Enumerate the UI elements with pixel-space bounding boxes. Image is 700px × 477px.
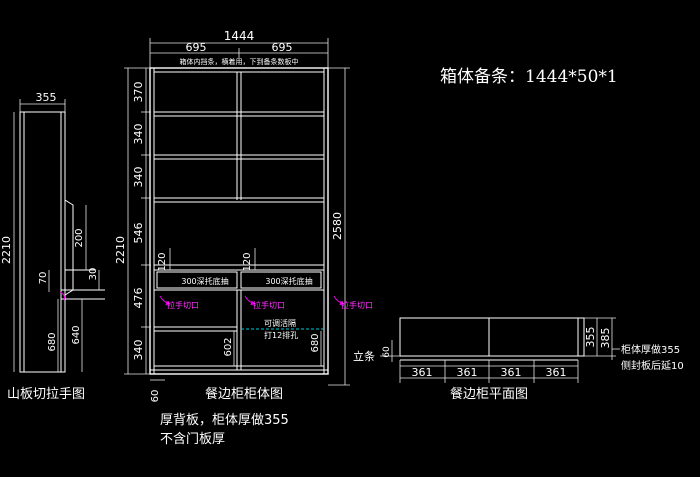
- title-note: 箱体备条：1444*50*1: [440, 67, 618, 87]
- handle-label-2: 拉手切口: [253, 300, 285, 310]
- plan-view: 361 361 361 361 立条 60 355 385 柜体厚做355 侧封…: [353, 317, 684, 402]
- plan-dim-361-a: 361: [412, 366, 433, 379]
- dim-602: 602: [223, 337, 234, 356]
- dim-546: 546: [132, 223, 145, 244]
- plan-dim-361-b: 361: [457, 366, 478, 379]
- side-dim-680: 680: [47, 332, 58, 351]
- dim-overall-1444: 1444: [224, 29, 255, 43]
- adjust-note-2: 打12排孔: [264, 330, 298, 340]
- drawer-dim-left: 120: [157, 252, 168, 271]
- side-dim-200: 200: [74, 228, 85, 247]
- lower-dimensions: 602 680 60: [150, 331, 322, 403]
- dim-476: 476: [132, 288, 145, 309]
- plan-caption: 餐边柜平面图: [450, 386, 528, 402]
- handle-label-1: 拉手切口: [167, 300, 199, 310]
- dim-right-695: 695: [272, 41, 293, 54]
- adjustable-shelf: 可调活隔 打12排孔: [264, 318, 298, 340]
- dim-2210: 2210: [114, 236, 127, 264]
- handle-cutouts: 拉手切口 拉手切口 拉手切口: [159, 295, 373, 310]
- main-cabinet: [149, 67, 329, 375]
- side-panel: 355 2210 200 30 70 680 640 山板切拉手图: [0, 91, 105, 402]
- drawer-label-right: 300深托底抽: [265, 276, 312, 286]
- plan-dim-361-c: 361: [501, 366, 522, 379]
- side-dim-30: 30: [88, 268, 99, 281]
- dim-left-695: 695: [186, 41, 207, 54]
- side-dim-355: 355: [36, 91, 57, 104]
- side-caption: 山板切拉手图: [7, 387, 85, 402]
- side-dim-70: 70: [38, 272, 49, 285]
- dim-340-a: 340: [132, 124, 145, 145]
- main-caption: 餐边柜柜体图: [205, 386, 283, 402]
- header-strip-note: 箱体内挡条，横着用，下到备条数板中: [180, 57, 299, 66]
- adjust-note-1: 可调活隔: [264, 318, 296, 328]
- bottom-note-2: 不含门板厚: [160, 431, 225, 447]
- right-dimension: 2580: [328, 67, 350, 386]
- dim-680-right: 680: [310, 333, 321, 352]
- plan-dim-361-d: 361: [546, 366, 567, 379]
- dim-340-b: 340: [132, 167, 145, 188]
- drawer-dim-right: 120: [242, 252, 253, 271]
- plan-dim-385: 385: [599, 328, 612, 349]
- side-dim-2210: 2210: [0, 236, 13, 264]
- dim-370: 370: [132, 82, 145, 103]
- plan-note-2: 侧封板后延10: [621, 359, 684, 372]
- plan-note-1: 柜体厚做355: [621, 343, 680, 356]
- dim-2580: 2580: [331, 212, 344, 240]
- plan-dim-355: 355: [584, 327, 597, 348]
- plan-left-label: 立条: [353, 349, 375, 363]
- drawer-area: 120 120 300深托底抽 300深托底抽: [157, 248, 313, 286]
- plan-left-dim: 60: [382, 346, 392, 358]
- top-dimensions: 1444 695 695 箱体内挡条，横着用，下到备条数板中: [149, 29, 329, 68]
- left-dimensions: 370 340 340 546 476 340 2210: [114, 67, 151, 375]
- handle-label-3: 拉手切口: [341, 300, 373, 310]
- drawer-label-left: 300深托底抽: [181, 276, 228, 286]
- bottom-note-1: 厚背板，柜体厚做355: [160, 413, 289, 428]
- dim-340-c: 340: [132, 340, 145, 361]
- dim-60: 60: [150, 390, 161, 403]
- side-dim-640: 640: [71, 325, 82, 344]
